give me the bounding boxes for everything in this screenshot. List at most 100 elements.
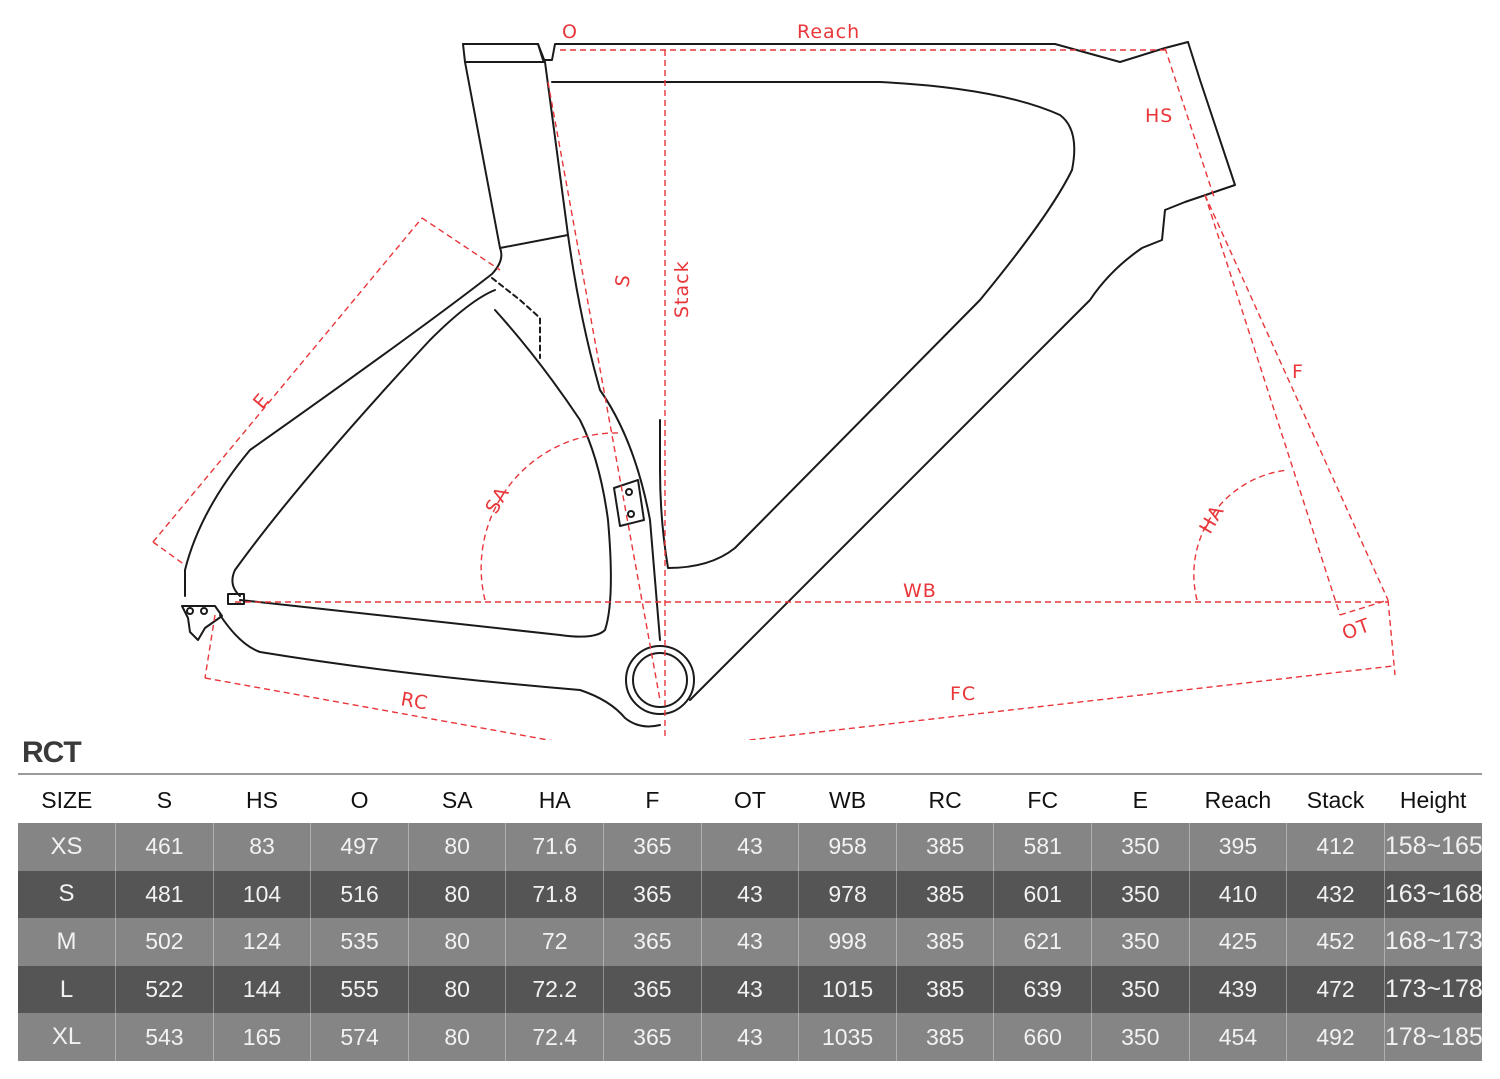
table-cell: 350 — [1091, 965, 1190, 1014]
table-cell: 43 — [701, 870, 800, 919]
table-cell: 1035 — [798, 1013, 897, 1061]
label-reach: Reach — [797, 21, 860, 43]
table-cell: 978 — [798, 870, 897, 919]
table-cell: 385 — [896, 1013, 995, 1061]
col-stack: Stack — [1306, 786, 1365, 813]
table-cell: 516 — [310, 870, 409, 919]
table-cell: 601 — [993, 870, 1093, 919]
label-stack: Stack — [671, 260, 693, 318]
col-wb: WB — [829, 786, 867, 813]
table-cell: 83 — [213, 823, 312, 871]
table-cell: 72.4 — [505, 1013, 605, 1061]
table-cell: 385 — [896, 870, 995, 919]
table-cell: 481 — [115, 870, 214, 919]
table-cell: S — [18, 870, 117, 919]
label-e: E — [249, 389, 274, 413]
table-cell: 660 — [993, 1013, 1093, 1061]
table-cell: 43 — [701, 918, 800, 966]
label-ot: OT — [1339, 614, 1373, 644]
table-cell: 158~165 — [1384, 823, 1483, 871]
table-cell: 168~173 — [1384, 918, 1483, 966]
table-cell: 350 — [1091, 1013, 1190, 1061]
col-e: E — [1132, 786, 1148, 813]
table-cell: 472 — [1286, 965, 1385, 1014]
bike-frame-outline — [181, 41, 1236, 728]
table-cell: 365 — [603, 823, 702, 871]
col-size: SIZE — [41, 786, 93, 813]
col-rc: RC — [928, 786, 962, 813]
label-rc: RC — [399, 688, 430, 714]
table-cell: 43 — [701, 1013, 800, 1061]
table-cell: 124 — [213, 918, 312, 966]
frame-geometry-diagram: O Reach HS S Stack E SA HA F WB OT RC FC — [152, 21, 1396, 740]
table-cell: 492 — [1286, 1013, 1385, 1061]
label-sa: SA — [481, 483, 514, 518]
label-f: F — [1292, 361, 1304, 383]
col-ha: HA — [538, 786, 571, 813]
table-cell: XL — [18, 1013, 117, 1061]
col-sa: SA — [441, 786, 473, 813]
table-cell: 365 — [603, 965, 702, 1014]
table-cell: 543 — [115, 1013, 214, 1061]
table-cell: 144 — [213, 965, 312, 1014]
title-divider — [18, 773, 1482, 775]
table-cell: 497 — [310, 823, 409, 871]
table-cell: 410 — [1189, 870, 1288, 919]
table-cell: 350 — [1091, 823, 1190, 871]
table-cell: 385 — [896, 965, 995, 1014]
table-cell: 998 — [798, 918, 897, 966]
table-cell: 385 — [896, 823, 995, 871]
table-cell: 365 — [603, 1013, 702, 1061]
col-reach: Reach — [1204, 786, 1272, 813]
table-cell: 454 — [1189, 1013, 1288, 1061]
label-ha: HA — [1195, 501, 1229, 537]
table-cell: 452 — [1286, 918, 1385, 966]
dimension-lines — [152, 47, 1396, 740]
model-title: RCT — [22, 736, 82, 769]
table-cell: 365 — [603, 918, 702, 966]
table-cell: 395 — [1189, 823, 1288, 871]
table-cell: 43 — [701, 823, 800, 871]
table-cell: 80 — [408, 870, 507, 919]
label-fc: FC — [950, 683, 976, 705]
table-cell: 71.6 — [505, 823, 605, 871]
table-cell: 461 — [115, 823, 214, 871]
table-cell: 80 — [408, 823, 507, 871]
table-cell: 639 — [993, 965, 1093, 1014]
table-cell: 958 — [798, 823, 897, 871]
label-o: O — [562, 21, 578, 43]
table-cell: 163~168 — [1384, 870, 1483, 919]
table-cell: 71.8 — [505, 870, 605, 919]
table-cell: 165 — [213, 1013, 312, 1061]
col-hs: HS — [246, 786, 278, 813]
table-cell: L — [18, 965, 117, 1014]
table-cell: 425 — [1189, 918, 1288, 966]
label-s: S — [611, 272, 635, 289]
table-cell: 72 — [505, 918, 605, 966]
label-wb: WB — [903, 580, 937, 602]
table-cell: 80 — [408, 965, 507, 1014]
table-cell: 385 — [896, 918, 995, 966]
table-cell: 1015 — [798, 965, 897, 1014]
table-cell: 350 — [1091, 918, 1190, 966]
table-cell: 621 — [993, 918, 1093, 966]
table-cell: 522 — [115, 965, 214, 1014]
table-cell: 43 — [701, 965, 800, 1014]
table-cell: 72.2 — [505, 965, 605, 1014]
size-geometry-table: SIZE S HS O SA HA F OT WB RC FC E Reach … — [18, 777, 1483, 1061]
table-cell: 502 — [115, 918, 214, 966]
table-cell: 350 — [1091, 870, 1190, 919]
table-cell: 80 — [408, 1013, 507, 1061]
col-fc: FC — [1027, 786, 1059, 813]
col-s: S — [156, 786, 173, 813]
dimension-labels: O Reach HS S Stack E SA HA F WB OT RC FC — [249, 21, 1374, 715]
table-cell: 581 — [993, 823, 1093, 871]
label-hs: HS — [1145, 105, 1173, 127]
table-cell: 432 — [1286, 870, 1385, 919]
table-cell: 574 — [310, 1013, 409, 1061]
